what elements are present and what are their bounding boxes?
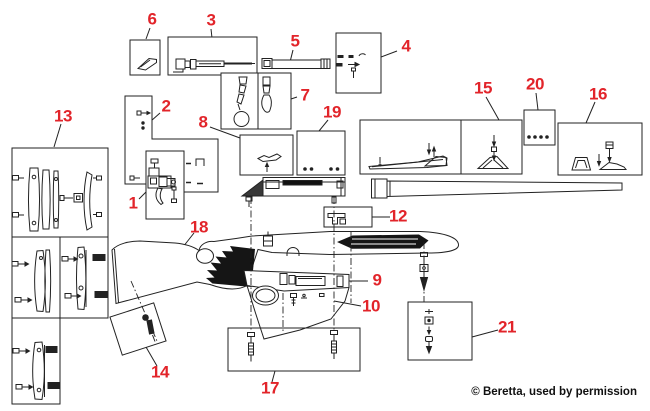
callout-15: 15 — [474, 78, 492, 98]
carrier-part-drawing — [256, 153, 282, 172]
forend-checkering — [337, 234, 429, 249]
callout-2: 2 — [161, 96, 171, 116]
rear-sight-leaf-drawing — [368, 143, 448, 170]
copyright-notice: © Beretta, used by permission — [471, 386, 637, 398]
callout-5: 5 — [290, 31, 300, 51]
callout-10: 10 — [362, 296, 380, 316]
leader-line-13 — [53, 123, 62, 148]
parts-box-16 — [557, 122, 643, 176]
parts-box-20 — [523, 109, 556, 146]
leader-line-20 — [535, 92, 539, 111]
parts-box-12 — [323, 206, 373, 228]
parts-box-7 — [220, 72, 292, 130]
callout-9: 9 — [372, 270, 382, 290]
leader-line-6 — [145, 27, 151, 40]
leader-line-14 — [145, 346, 158, 367]
pin-dots-drawing — [303, 167, 340, 171]
callout-13: 13 — [54, 106, 72, 126]
leader-line-21 — [471, 329, 499, 338]
screw-dots-drawing — [527, 135, 549, 139]
sight-base-drawing — [327, 213, 346, 225]
leader-lines — [53, 27, 596, 383]
callout-16: 16 — [589, 84, 607, 104]
leader-line-4 — [380, 50, 398, 58]
magazine-tube-drawing — [261, 58, 331, 69]
trigger-guard-assembly-drawing — [243, 269, 350, 340]
stock-screws-drawing — [247, 330, 338, 362]
callout-4: 4 — [401, 36, 411, 56]
parts-box-13 — [11, 147, 109, 405]
leader-line-8 — [209, 126, 241, 139]
parts-box-6 — [129, 39, 161, 76]
small-pins-drawing — [129, 110, 205, 185]
spacer-plates-drawing — [11, 167, 108, 401]
parts-box-15 — [359, 119, 523, 175]
callout-6: 6 — [147, 9, 157, 29]
parts-box-21 — [407, 301, 473, 361]
bolt-assembly-drawing — [173, 58, 255, 73]
leader-line-19 — [318, 119, 329, 132]
swivel-screw-drawing — [424, 309, 434, 355]
leader-line-15 — [485, 96, 500, 121]
parts-box-8 — [239, 134, 294, 176]
parts-box-14 — [109, 302, 167, 356]
clip-plate-drawing — [136, 57, 157, 71]
stock-drawing — [111, 231, 460, 305]
parts-box-1 — [145, 150, 185, 220]
callout-8: 8 — [198, 112, 208, 132]
receiver-drawing — [240, 177, 346, 207]
callout-17: 17 — [261, 378, 279, 398]
parts-box-19 — [296, 130, 346, 176]
callout-19: 19 — [323, 102, 341, 122]
leader-line-7 — [290, 96, 298, 100]
leader-line-10 — [333, 300, 362, 307]
callout-12: 12 — [389, 206, 407, 226]
trigger-group-drawing — [147, 158, 177, 206]
callout-1: 1 — [128, 193, 138, 213]
parts-box-3 — [167, 36, 258, 76]
bolt-handle-drawing — [233, 76, 272, 127]
leader-line-17 — [271, 370, 276, 383]
barrel-drawing — [371, 178, 623, 199]
pins-springs-drawing — [336, 53, 366, 78]
callout-7: 7 — [300, 85, 310, 105]
callout-3: 3 — [206, 10, 216, 30]
callout-20: 20 — [526, 74, 544, 94]
leader-line-16 — [585, 101, 596, 124]
center-lines — [130, 197, 425, 342]
parts-box-4 — [335, 32, 382, 94]
callout-14: 14 — [151, 362, 169, 382]
callout-18: 18 — [190, 217, 208, 237]
callout-21: 21 — [498, 317, 516, 337]
grip-checkering — [206, 246, 255, 287]
front-sight-drawing — [571, 141, 628, 171]
sight-ramp-drawing — [476, 135, 510, 169]
